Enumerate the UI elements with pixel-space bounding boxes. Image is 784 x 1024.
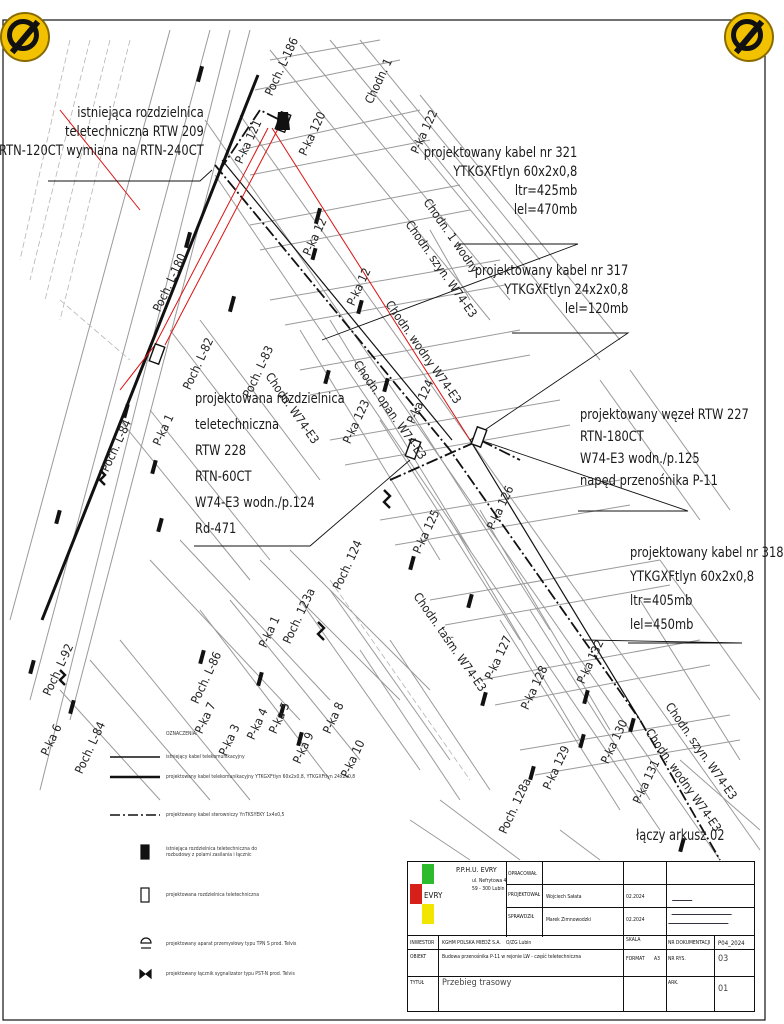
doc-label: NR DOKUMENTACJI [668,940,711,946]
callout-line: lel=450mb [630,617,694,633]
callout-line: YTKGXFtlyn 60x2x0,8 [452,164,577,180]
callout-line: projektowana rozdzielnica [195,391,345,407]
leader-lines [48,169,743,644]
name-value: Wojciech Sałata [546,894,582,900]
legend-item: projektowany aparat przemysłowy typu TPN… [166,941,297,947]
role-label: SPRAWDZIŁ [508,914,535,920]
callout-line: teletechniczna RTW 209 [65,124,205,140]
callout-line: YTKGXFtlyn 24x2x0,8 [503,282,628,298]
drawing-no-label: NR RYS. [668,956,686,962]
legend-item: projektowany kabel telekomunikacyjny YTK… [166,774,356,780]
cable-markers [28,65,686,853]
investor-value: KGHM POLSKA MIEDŹ S.A. [442,940,501,946]
company-address: ul. Nefrytowa 4 [472,878,507,884]
callout-line: lel=120mb [564,301,628,317]
callout-line: napęd przenośnika P-11 [580,473,718,489]
format-label: FORMAT [626,956,645,962]
company-address: 59 - 300 Lubin [472,886,505,892]
title-value: Przebieg trasowy [442,978,512,988]
callout-line: RTN-60CT [195,469,252,485]
projected-cable-solid [221,159,641,721]
legend-item: projektowany kabel sterowniczy YnTKSYEKY… [166,812,285,818]
rtw209-box-fill [276,112,290,130]
no-entry-badge-right [724,12,774,62]
role-label: PROJEKTOWAŁ [508,892,541,898]
callout-rtw228: projektowana rozdzielnica teletechniczna… [195,386,345,542]
legend-title: OZNACZENIA: [166,731,198,737]
callout-line: RTN-120CT wymiana na RTN-240CT [0,143,204,159]
sheet-value: 01 [718,984,729,994]
legend-samples [110,756,160,980]
investor-unit: O/ZG Lubin [506,940,532,946]
date-value: 02.2024 [626,894,645,900]
signal-symbols [58,469,392,686]
gallery-outlines [9,29,761,861]
drawing-no-value: 03 [718,954,729,964]
projected-cable-routes [214,108,721,861]
no-entry-badge-left [0,12,50,62]
legend-item: projektowany łącznik sygnalizator typu P… [166,971,295,977]
object-label: OBIEKT [410,954,427,960]
signature-1 [671,890,697,901]
date-value: 02.2024 [626,917,645,923]
legend-item: istniejąca rozdzielnica teletechniczna d… [166,846,257,858]
sheet-join-label: łączy arkusz 02 [636,826,725,844]
investor-label: INWESTOR [410,940,435,946]
format-value: A3 [654,956,660,962]
legend-item: projektowana rozdzielnica teletechniczna [166,892,260,898]
legend-item: istniejący kabel telekomunikacyjny [166,754,245,760]
callout-line: YTKGXFtlyn 60x2x0,8 [630,569,755,585]
callout-line: ltr=405mb [630,593,693,609]
doc-value: P04_2024 [718,940,745,947]
callout-line: RTN-180CT [580,429,644,445]
callout-line: ltr=425mb [514,183,577,199]
callout-line: projektowany kabel nr 317 [474,263,628,279]
callout-line: RTW 228 [195,443,247,459]
logo-text: EVRY [424,891,443,900]
old-gallery-dashes [19,39,471,781]
callout-line: teletechniczna [195,417,280,433]
sheet-label: ARK. [668,980,679,986]
object-value: Budowa przenośnika P-11 w rejonie LW - c… [442,954,582,960]
callout-cable-321: projektowany kabel nr 321 YTKGXFtlyn 60x… [423,144,577,220]
company-name: P.P.H.U. EVRY [456,866,497,874]
role-label: OPRACOWAŁ [508,871,537,877]
callout-line: W74-E3 wodn./p.124 [195,495,315,511]
callout-line: lel=470mb [513,202,577,218]
callout-node-227: projektowany węzeł RTW 227 RTN-180CT W74… [580,404,749,492]
title-block: EVRY P.P.H.U. EVRY ul. Nefrytowa 4 59 - … [407,861,755,1012]
signature-2 [668,914,732,924]
mine-cable-route-drawing [2,19,766,1021]
name-value: Marek Zimnowodzki [546,917,591,923]
callout-line: projektowany kabel nr 318 [630,545,784,561]
scale-label: SKALA [626,937,641,943]
callout-line: istniejąca rozdzielnica [77,105,204,121]
company-logo: EVRY [410,864,444,924]
sheet-frame [2,19,766,1021]
callout-rtw209: istniejąca rozdzielnica teletechniczna R… [0,104,204,161]
title-label: TYTUŁ [410,980,425,986]
callout-line: projektowany kabel nr 321 [423,145,577,161]
callout-line: projektowany węzeł RTW 227 [580,407,749,423]
callout-line: W74-E3 wodn./p.125 [580,451,700,467]
callout-line: Rd-471 [195,521,237,537]
callout-cable-318: projektowany kabel nr 318 YTKGXFtlyn 60x… [630,541,784,637]
callout-cable-317: projektowany kabel nr 317 YTKGXFtlyn 24x… [474,262,628,319]
